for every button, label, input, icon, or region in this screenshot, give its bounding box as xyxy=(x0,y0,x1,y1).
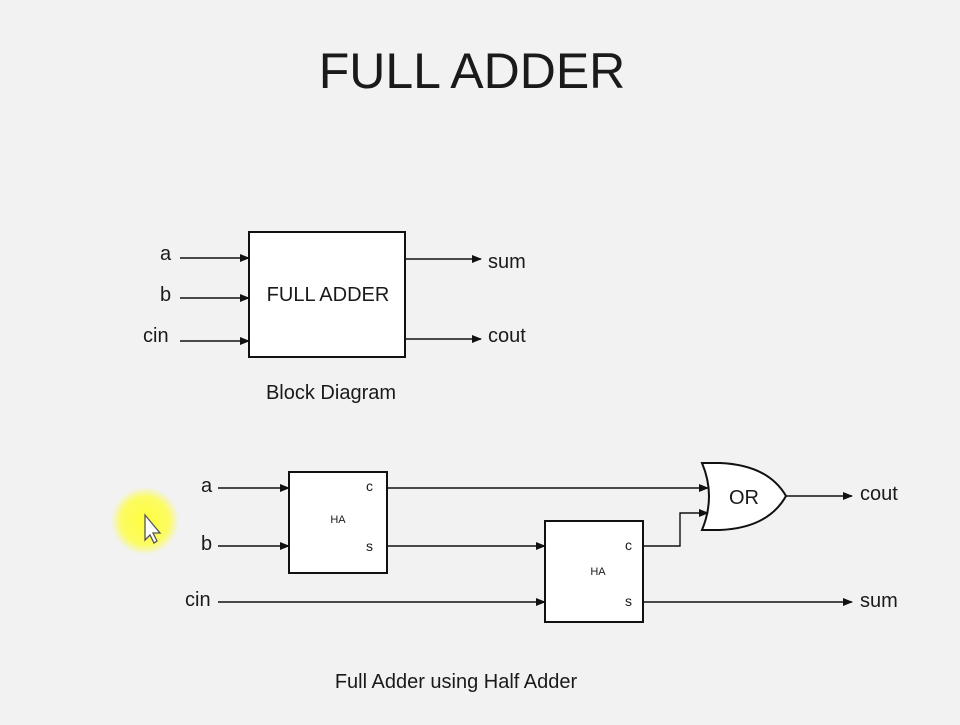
block-output-cout-label: cout xyxy=(488,325,526,347)
half-adder-1 xyxy=(288,471,388,574)
half-adder-2-s-label: s xyxy=(625,593,632,609)
full-adder-block xyxy=(248,231,406,358)
cursor-arrow-icon xyxy=(144,513,162,544)
or-gate xyxy=(700,462,788,531)
half-adder-diagram: HA c s HA c s OR a b cin cout sum Full A… xyxy=(185,462,898,693)
ha-output-sum-label: sum xyxy=(860,590,898,612)
half-adder-1-label: HA xyxy=(330,514,346,526)
block-output-sum-label: sum xyxy=(488,251,526,273)
ha-output-cout-label: cout xyxy=(860,483,898,505)
page-title: FULL ADDER xyxy=(319,43,626,99)
block-diagram: FULL ADDER a b cin sum cout Block Diagra… xyxy=(143,231,526,404)
ha-input-a-label: a xyxy=(201,475,213,497)
block-input-cin-label: cin xyxy=(143,325,169,347)
mouse-pointer-icon xyxy=(111,487,179,555)
half-adder-2-c-label: c xyxy=(625,537,632,553)
block-input-b-label: b xyxy=(160,284,171,306)
block-diagram-caption: Block Diagram xyxy=(266,382,396,404)
ha-input-cin-label: cin xyxy=(185,589,211,611)
half-adder-2-label: HA xyxy=(590,566,606,578)
half-adder-diagram-caption: Full Adder using Half Adder xyxy=(335,671,578,693)
half-adder-1-c-label: c xyxy=(366,478,373,494)
or-gate-label: OR xyxy=(729,487,759,509)
block-input-a-label: a xyxy=(160,243,172,265)
full-adder-block-label: FULL ADDER xyxy=(267,284,390,306)
half-adder-2 xyxy=(544,520,644,623)
half-adder-1-s-label: s xyxy=(366,538,373,554)
ha2-carry-to-or-wire xyxy=(643,509,709,547)
ha-input-b-label: b xyxy=(201,533,212,555)
